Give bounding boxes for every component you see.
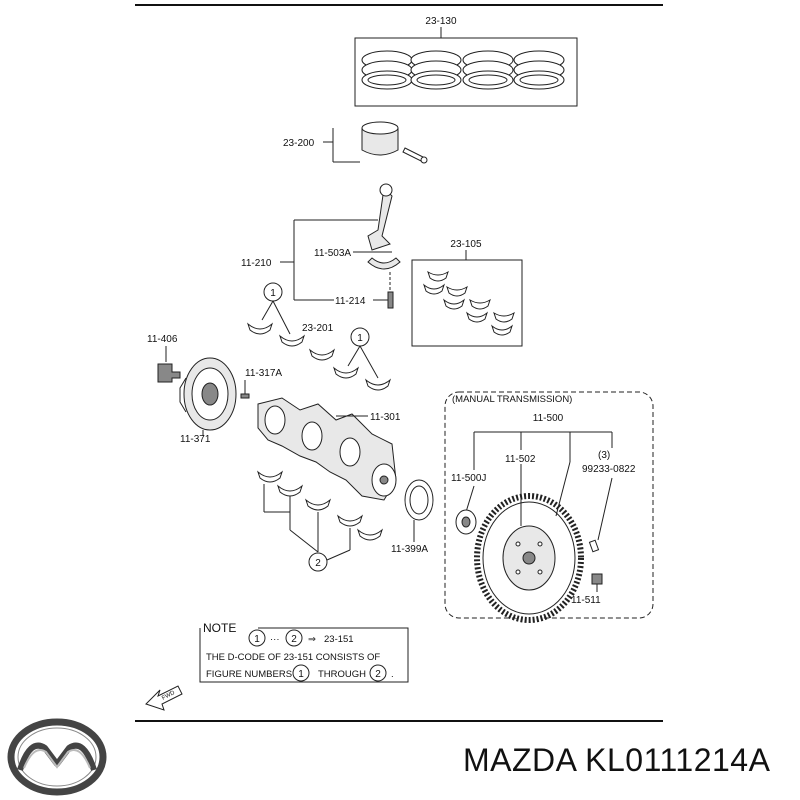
mazda-logo bbox=[7, 718, 107, 796]
rear-oil-seal bbox=[404, 479, 434, 521]
label-11-503a: 11-503A bbox=[314, 248, 351, 259]
flywheel bbox=[474, 493, 584, 623]
piston bbox=[361, 127, 399, 156]
note-line3-end: . bbox=[391, 669, 394, 680]
label-11-500: 11-500 bbox=[533, 413, 564, 424]
label-11-210: 11-210 bbox=[241, 258, 272, 269]
piston-ring-set-3 bbox=[462, 50, 514, 90]
dowel-pin bbox=[588, 539, 600, 553]
connecting-rod-group: 11-503A 11-210 11-214 bbox=[241, 183, 401, 309]
rod-cap bbox=[367, 257, 401, 270]
flywheel-bolt bbox=[591, 573, 603, 585]
note-dots: ··· bbox=[270, 634, 280, 645]
piston-rings-group: 23-130 bbox=[354, 16, 578, 107]
piston-ring-set-4 bbox=[513, 50, 565, 90]
main-bearings-group: 2 bbox=[256, 470, 384, 572]
rod-bearings-group: 23-105 bbox=[411, 239, 523, 347]
note-code: 23-151 bbox=[324, 634, 354, 645]
label-11-301: 11-301 bbox=[370, 412, 401, 423]
note-circle-2: 2 bbox=[291, 634, 297, 645]
label-11-406: 11-406 bbox=[147, 334, 178, 345]
note-line2: THE D-CODE OF 23-151 CONSISTS OF bbox=[206, 652, 380, 663]
brand-part-number: MAZDA KL0111214A bbox=[463, 742, 771, 778]
callout-2: 2 bbox=[315, 558, 321, 569]
manual-transmission-box: (MANUAL TRANSMISSION) 11-500 11-502 (3) … bbox=[444, 391, 654, 623]
thrust-bearings-group: 1 23-201 1 bbox=[246, 282, 392, 391]
note-line3-a: FIGURE NUMBERS bbox=[206, 669, 292, 680]
label-11-371: 11-371 bbox=[180, 434, 211, 445]
note-line3-b: THROUGH bbox=[318, 669, 366, 680]
piston-ring-set-1 bbox=[361, 50, 413, 90]
label-23-130: 23-130 bbox=[425, 16, 457, 27]
note-circle-1: 1 bbox=[254, 634, 260, 645]
pulley-bolt bbox=[157, 363, 181, 383]
connecting-rod bbox=[367, 186, 393, 251]
piston-ring-set-2 bbox=[410, 50, 462, 90]
crank-key bbox=[240, 393, 250, 399]
note-arrow: ⇒ bbox=[308, 634, 316, 645]
label-11-317a: 11-317A bbox=[245, 368, 282, 379]
crank-pulley-group: 11-406 11-371 bbox=[147, 334, 237, 445]
manual-transmission-label: (MANUAL TRANSMISSION) bbox=[452, 394, 572, 405]
callout-1-top-left: 1 bbox=[270, 288, 276, 299]
rod-bolt bbox=[387, 291, 394, 309]
label-99233-0822: 99233-0822 bbox=[582, 464, 636, 475]
callout-1-top-right: 1 bbox=[357, 333, 363, 344]
crankshaft-group: 11-317A 11-301 11-399A bbox=[240, 368, 434, 555]
label-23-201: 23-201 bbox=[302, 323, 334, 334]
callout-3: (3) bbox=[598, 450, 610, 461]
fwd-arrow: FWD bbox=[145, 685, 183, 711]
label-11-399a: 11-399A bbox=[391, 544, 428, 555]
note-line3-circle-2: 2 bbox=[375, 669, 381, 680]
label-11-214: 11-214 bbox=[335, 296, 366, 307]
label-23-200: 23-200 bbox=[283, 138, 315, 149]
note-box: NOTE 1 ··· 2 ⇒ 23-151 THE D-CODE OF 23-1… bbox=[199, 621, 409, 683]
label-23-105: 23-105 bbox=[450, 239, 482, 250]
note-line3-circle-1: 1 bbox=[298, 669, 304, 680]
label-11-511: 11-511 bbox=[571, 595, 601, 606]
note-title: NOTE bbox=[203, 621, 236, 635]
label-11-502: 11-502 bbox=[505, 454, 536, 465]
piston-group: 23-200 bbox=[283, 121, 428, 164]
label-11-500j: 11-500J bbox=[451, 473, 486, 484]
crankshaft bbox=[257, 397, 397, 501]
